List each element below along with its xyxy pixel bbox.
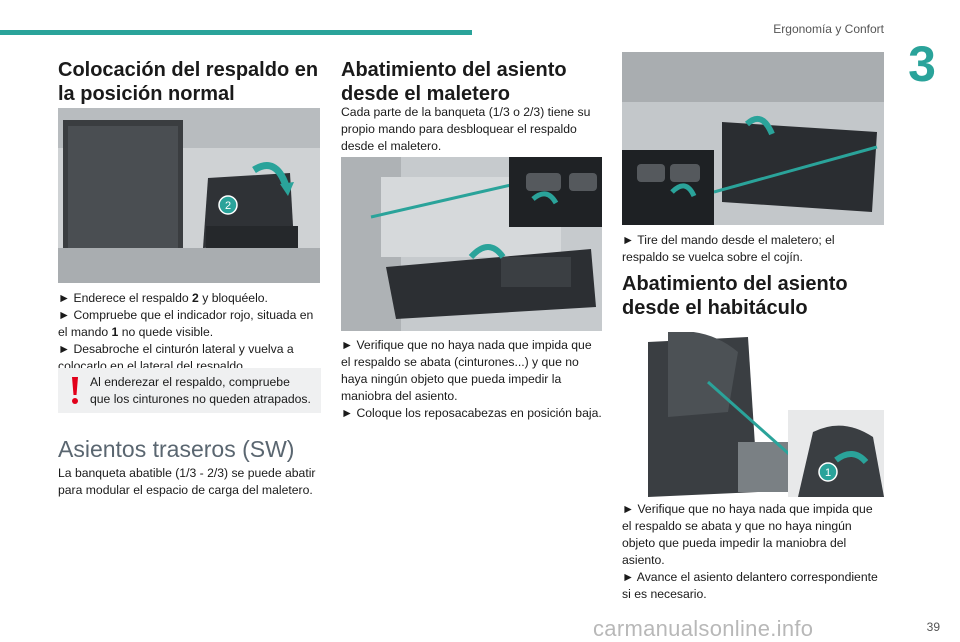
list-item: ► Compruebe que el indicador rojo, situa…: [58, 308, 314, 339]
section-title-from-cabin: Abatimiento del asiento desde el habitác…: [622, 273, 848, 319]
callout-2: 2: [225, 200, 231, 212]
callout-1: 1: [825, 467, 831, 479]
seat-fold-image: [622, 52, 884, 225]
bullet-icon: ►: [58, 291, 71, 305]
section-title-from-trunk: Abatimiento del asiento desde el maleter…: [341, 59, 567, 105]
section-title-normal-position: Colocación del respaldo en la posición n…: [58, 59, 319, 105]
list-item: ► Enderece el respaldo 2 y bloquéelo.: [58, 291, 268, 305]
list-item: ► Verifique que no haya nada que impida …: [622, 502, 873, 567]
section-header: Ergonomía y Confort: [773, 22, 884, 36]
bullet-icon: ►: [58, 342, 71, 356]
bullet-icon: ►: [341, 406, 354, 420]
steps-from-cabin: ► Verifique que no haya nada que impida …: [622, 501, 884, 603]
bullet-icon: ►: [622, 502, 635, 516]
list-item: ► Tire del mando desde el maletero; el r…: [622, 233, 835, 264]
list-item: ► Verifique que no haya nada que impida …: [341, 338, 592, 403]
list-item: ► Avance el asiento delantero correspond…: [622, 570, 878, 601]
section-title-rear-seats: Asientos traseros (SW): [58, 436, 295, 462]
exclamation-icon: [72, 377, 78, 404]
steps-from-trunk: ► Verifique que no haya nada que impida …: [341, 337, 603, 422]
bullet-icon: ►: [622, 570, 635, 584]
trunk-image: [341, 157, 602, 331]
warning-text: Al enderezar el respaldo, compruebe que …: [90, 375, 311, 406]
seatback-image: 2: [58, 108, 320, 283]
watermark: carmanualsonline.info: [593, 616, 814, 641]
bullet-icon: ►: [58, 308, 71, 322]
trunk-intro: Cada parte de la banqueta (1/3 o 2/3) ti…: [341, 105, 591, 153]
bullet-icon: ►: [622, 233, 635, 247]
list-item: ► Coloque los reposacabezas en posición …: [341, 406, 602, 420]
steps-normal-position: ► Enderece el respaldo 2 y bloquéelo. ► …: [58, 290, 323, 375]
top-accent-bar: [0, 30, 472, 35]
cabin-seat-image: 1: [648, 332, 884, 497]
page-number: 39: [926, 620, 940, 634]
chapter-number: 3: [908, 36, 936, 92]
bullet-icon: ►: [341, 338, 354, 352]
rear-seats-text: La banqueta abatible (1/3 - 2/3) se pued…: [58, 466, 316, 497]
warning-box: Al enderezar el respaldo, compruebe que …: [58, 368, 321, 413]
